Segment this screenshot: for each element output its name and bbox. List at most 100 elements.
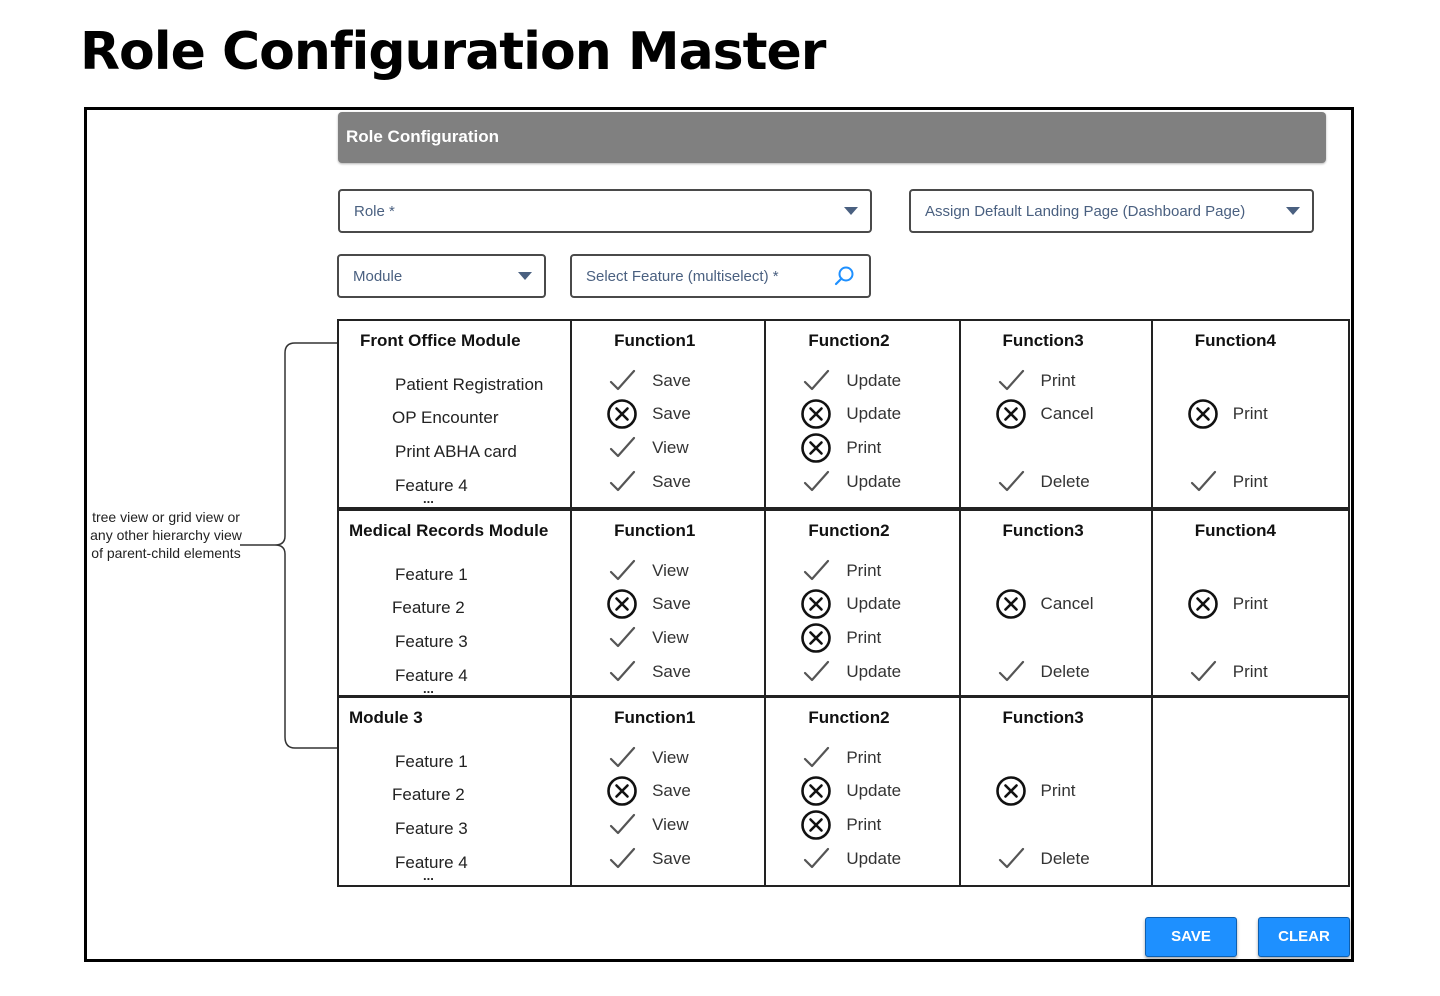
check-icon[interactable]: [606, 656, 638, 688]
module-select[interactable]: Module: [337, 254, 546, 298]
permission-toggle[interactable]: Save: [606, 656, 691, 688]
permission-toggle[interactable]: Print: [1187, 398, 1268, 430]
feature-item[interactable]: Patient Registration: [395, 375, 544, 394]
permission-toggle[interactable]: Save: [606, 588, 691, 620]
feature-item[interactable]: Feature 4: [395, 666, 468, 685]
check-icon[interactable]: [606, 365, 638, 397]
feature-item[interactable]: Feature 4: [395, 853, 468, 872]
cross-circle-icon[interactable]: [606, 775, 638, 807]
permission-toggle[interactable]: Delete: [995, 656, 1090, 688]
permission-toggle[interactable]: Delete: [995, 843, 1090, 875]
permission-toggle[interactable]: Update: [800, 775, 901, 807]
search-icon[interactable]: [833, 265, 855, 287]
cross-circle-icon[interactable]: [995, 588, 1027, 620]
check-icon[interactable]: [606, 466, 638, 498]
check-icon[interactable]: [800, 466, 832, 498]
module-name[interactable]: Module 3: [349, 708, 423, 727]
save-button[interactable]: SAVE: [1145, 917, 1237, 957]
permission-toggle[interactable]: Print: [800, 809, 881, 841]
permission-toggle[interactable]: View: [606, 742, 689, 774]
check-icon[interactable]: [606, 622, 638, 654]
permission-label: Print: [1232, 472, 1268, 491]
cross-circle-icon[interactable]: [1187, 588, 1219, 620]
check-icon[interactable]: [606, 742, 638, 774]
permission-toggle[interactable]: Delete: [995, 466, 1090, 498]
permission-toggle[interactable]: Print: [1187, 466, 1268, 498]
check-icon[interactable]: [995, 843, 1027, 875]
feature-item[interactable]: Feature 2: [392, 598, 465, 617]
permission-toggle[interactable]: Update: [800, 656, 901, 688]
check-icon[interactable]: [606, 432, 638, 464]
feature-item[interactable]: Print ABHA card: [395, 442, 517, 461]
cross-circle-icon[interactable]: [800, 809, 832, 841]
cross-circle-icon[interactable]: [800, 398, 832, 430]
check-icon[interactable]: [800, 742, 832, 774]
cross-circle-icon[interactable]: [800, 622, 832, 654]
landing-page-select[interactable]: Assign Default Landing Page (Dashboard P…: [909, 189, 1314, 233]
feature-item[interactable]: Feature 2: [392, 785, 465, 804]
check-icon[interactable]: [995, 466, 1027, 498]
permission-toggle[interactable]: Update: [800, 466, 901, 498]
permission-toggle[interactable]: Print: [800, 555, 881, 587]
module-name[interactable]: Front Office Module: [360, 331, 521, 350]
check-icon[interactable]: [800, 365, 832, 397]
permission-toggle[interactable]: Cancel: [995, 588, 1093, 620]
permission-label: Print: [1232, 662, 1268, 681]
feature-item[interactable]: Feature 1: [395, 565, 468, 584]
permission-toggle[interactable]: Print: [1187, 656, 1268, 688]
check-icon[interactable]: [800, 843, 832, 875]
permission-toggle[interactable]: View: [606, 555, 689, 587]
check-icon[interactable]: [1187, 656, 1219, 688]
permission-label: Save: [652, 849, 691, 868]
permission-toggle[interactable]: Update: [800, 365, 901, 397]
feature-item[interactable]: Feature 1: [395, 752, 468, 771]
check-icon[interactable]: [606, 555, 638, 587]
check-icon[interactable]: [800, 656, 832, 688]
permission-toggle[interactable]: Update: [800, 843, 901, 875]
check-icon[interactable]: [995, 365, 1027, 397]
cross-circle-icon[interactable]: [800, 588, 832, 620]
permission-toggle[interactable]: Print: [995, 775, 1076, 807]
permission-toggle[interactable]: Save: [606, 466, 691, 498]
feature-item[interactable]: Feature 3: [395, 632, 468, 651]
feature-item[interactable]: Feature 3: [395, 819, 468, 838]
permission-toggle[interactable]: Save: [606, 365, 691, 397]
cross-circle-icon[interactable]: [995, 398, 1027, 430]
module-name[interactable]: Medical Records Module: [349, 521, 549, 540]
permission-toggle[interactable]: Print: [800, 432, 881, 464]
permission-toggle[interactable]: Update: [800, 588, 901, 620]
check-icon[interactable]: [1187, 466, 1219, 498]
permission-toggle[interactable]: Print: [1187, 588, 1268, 620]
permission-toggle[interactable]: Cancel: [995, 398, 1093, 430]
feature-item[interactable]: Feature 4: [395, 476, 468, 495]
cross-circle-icon[interactable]: [1187, 398, 1219, 430]
cross-circle-icon[interactable]: [606, 398, 638, 430]
check-icon[interactable]: [800, 555, 832, 587]
feature-item[interactable]: OP Encounter: [392, 408, 499, 427]
cross-circle-icon[interactable]: [800, 775, 832, 807]
permission-toggle[interactable]: View: [606, 622, 689, 654]
feature-multiselect[interactable]: Select Feature (multiselect) *: [570, 254, 871, 298]
permission-toggle[interactable]: View: [606, 809, 689, 841]
cross-circle-icon[interactable]: [800, 432, 832, 464]
landing-page-select-label: Assign Default Landing Page (Dashboard P…: [925, 202, 1246, 220]
permission-toggle[interactable]: Print: [995, 365, 1076, 397]
permission-toggle[interactable]: Save: [606, 775, 691, 807]
permission-toggle[interactable]: Update: [800, 398, 901, 430]
check-icon[interactable]: [995, 656, 1027, 688]
check-icon[interactable]: [606, 809, 638, 841]
permission-toggle[interactable]: Print: [800, 622, 881, 654]
cross-circle-icon[interactable]: [995, 775, 1027, 807]
permission-label: Save: [652, 662, 691, 681]
permission-toggle[interactable]: Print: [800, 742, 881, 774]
role-select[interactable]: Role *: [338, 189, 872, 233]
check-icon[interactable]: [606, 843, 638, 875]
permission-toggle[interactable]: Save: [606, 398, 691, 430]
cross-circle-icon[interactable]: [606, 588, 638, 620]
permission-toggle[interactable]: View: [606, 432, 689, 464]
permission-toggle[interactable]: Save: [606, 843, 691, 875]
clear-button[interactable]: CLEAR: [1258, 917, 1350, 957]
